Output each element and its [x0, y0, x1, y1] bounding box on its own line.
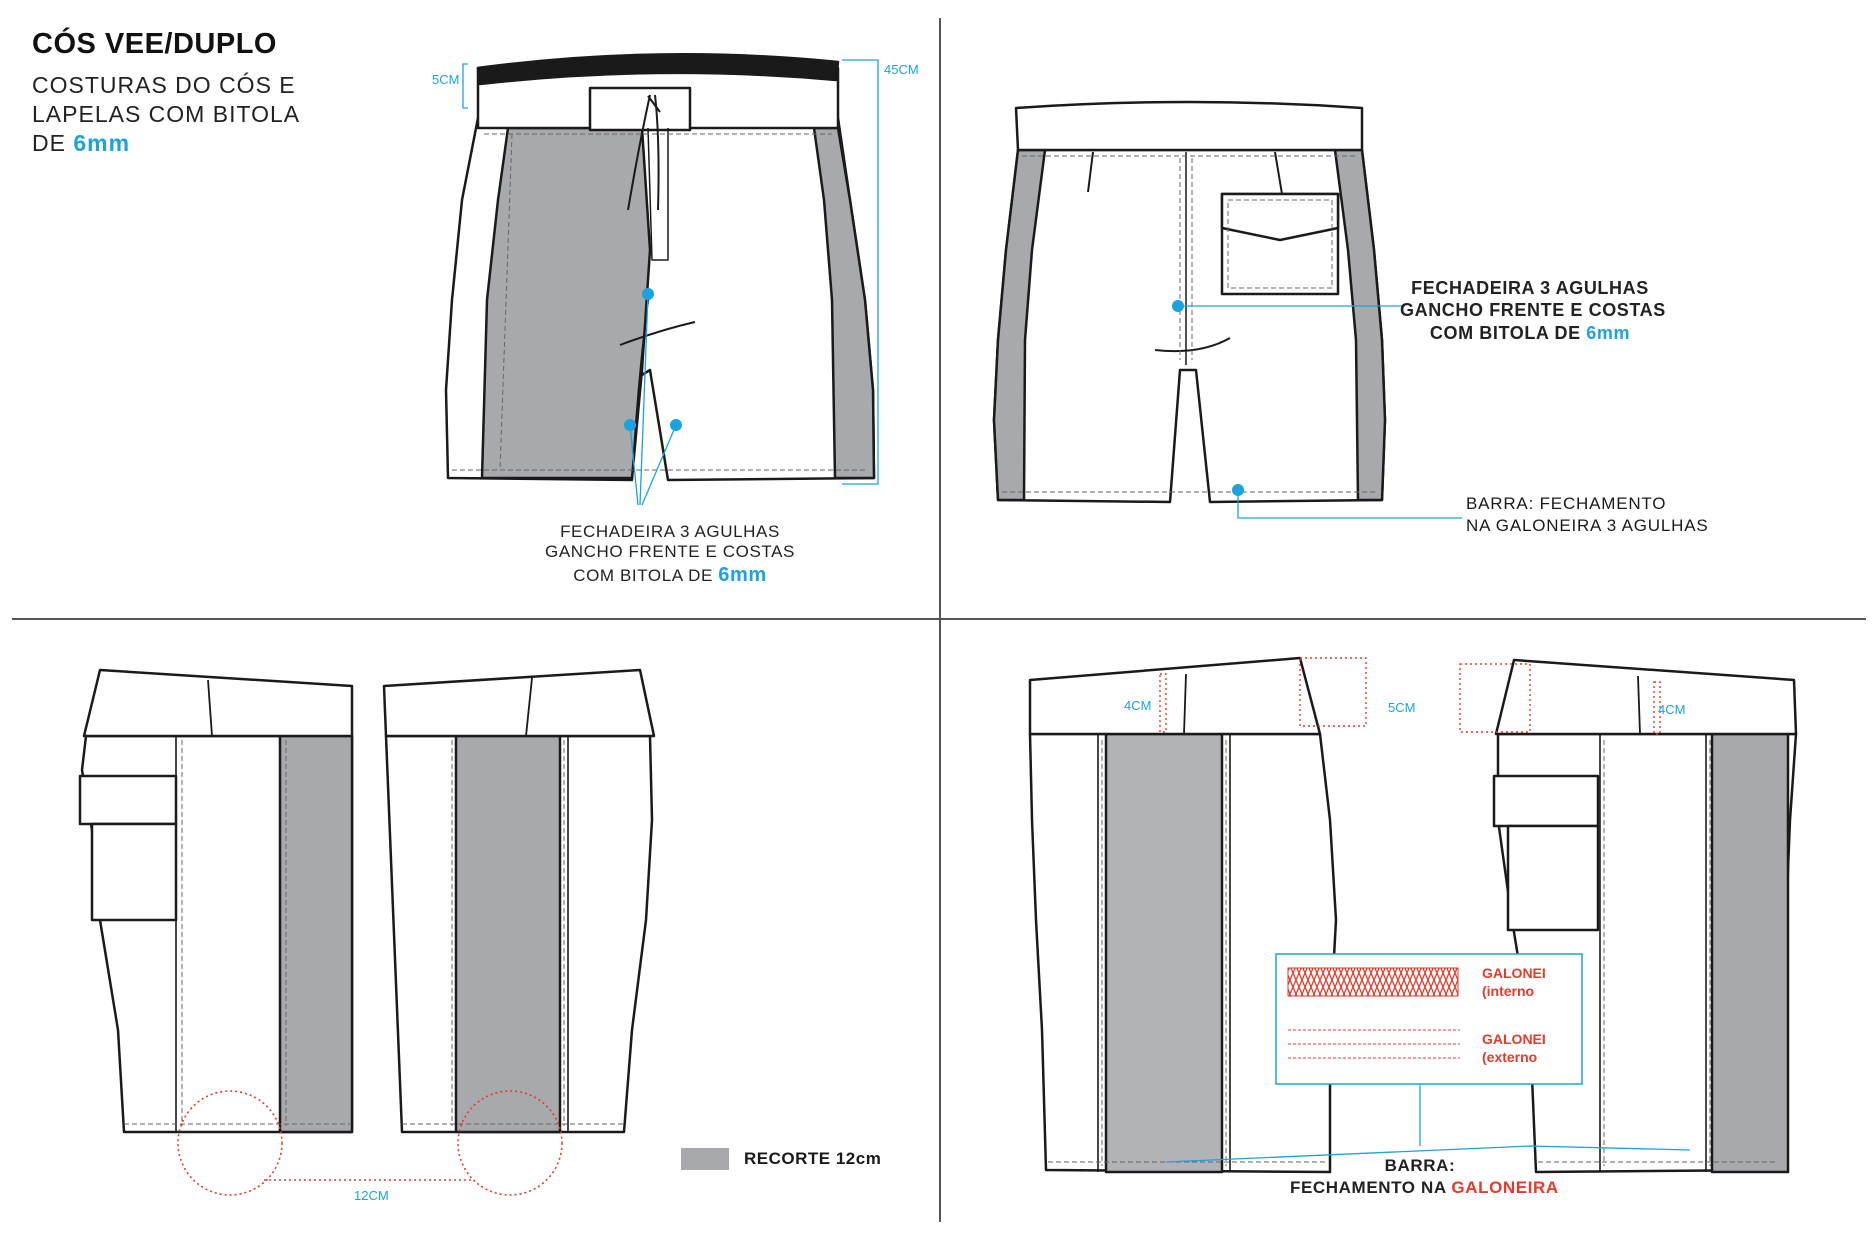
detail-right-panel: [1710, 732, 1790, 1174]
back-callout-dots: [1172, 300, 1244, 496]
galonei-external-label: GALONEI (externo: [1482, 1030, 1546, 1066]
galonei-external-line-1: GALONEI: [1482, 1031, 1546, 1047]
detail-hem-note-line-2: FECHAMENTO NA GALONEIRA: [1290, 1178, 1558, 1198]
drawstring-cord: [627, 94, 661, 211]
back-hem-note-line-2: NA GALONEIRA 3 AGULHAS: [1466, 516, 1709, 535]
back-pocket-flap: [1220, 192, 1340, 242]
back-pocket-slit: [1154, 337, 1231, 353]
front-note-line-1: FECHADEIRA 3 AGULHAS: [560, 522, 780, 541]
seam-gauge-value: 6mm: [73, 130, 131, 156]
front-note-line-2: GANCHO FRENTE E COSTAS: [545, 542, 795, 561]
detail-waist-mid-measure: 5CM: [1388, 700, 1416, 715]
side-right-waist-seam: [525, 677, 533, 737]
back-note-line-3: COM BITOLA DE 6mm: [1400, 323, 1660, 344]
seam-note-line-3: DE 6mm: [32, 130, 130, 157]
detail-right-waistband: [1494, 658, 1798, 736]
back-left-side-panel: [992, 148, 1047, 502]
back-note-prefix: COM BITOLA DE: [1429, 323, 1587, 343]
back-dart-right: [1274, 151, 1283, 195]
detail-right-pocket-flap: [1492, 774, 1600, 828]
detail-left-waistband: [1028, 656, 1322, 736]
back-callout-lines: [1178, 305, 1462, 519]
stitch-legend-box: [1275, 953, 1583, 1085]
galonei-internal-line-2: (interno: [1482, 983, 1535, 999]
back-waistband: [1014, 100, 1364, 152]
detail-right-waist-seam: [1637, 675, 1641, 735]
front-length-measure: 45CM: [884, 62, 919, 77]
front-waistband-measure: 5CM: [432, 72, 460, 87]
front-right-side-panel: [812, 126, 876, 480]
detail-hem-note-line-1: BARRA:: [1384, 1156, 1456, 1175]
front-fly-tab: [588, 86, 692, 132]
side-left-waistband: [82, 668, 354, 738]
back-right-side-panel: [1333, 148, 1387, 502]
back-note-line-2: GANCHO FRENTE E COSTAS: [1400, 300, 1666, 320]
side-view-right: [382, 668, 656, 1134]
back-view-shorts: [992, 100, 1387, 504]
galonei-internal-line-1: GALONEI: [1482, 965, 1546, 981]
back-note-line-1: FECHADEIRA 3 AGULHAS: [1411, 278, 1649, 298]
galonei-external-swatch: [1288, 1029, 1460, 1059]
detail-measure-boxes: [1159, 657, 1661, 735]
detail-left-waist-seam: [1183, 673, 1187, 735]
seam-note-prefix: DE: [32, 130, 74, 156]
front-view-shorts: [444, 53, 876, 482]
side-distance-measure: 12CM: [354, 1188, 389, 1203]
side-views-measure: [177, 1090, 563, 1196]
side-left-panel: [278, 734, 354, 1134]
seam-note-line-2: LAPELAS COM BITOLA: [32, 101, 301, 127]
galonei-internal-label: GALONEI (interno: [1482, 964, 1546, 1000]
detail-hem-highlight: GALONEIRA: [1451, 1178, 1559, 1197]
legend-swatch: [681, 1148, 729, 1170]
front-pocket-slit: [619, 321, 696, 346]
back-stitching: [1002, 155, 1378, 493]
seam-note-line-1: COSTURAS DO CÓS E: [32, 72, 296, 98]
front-note-line-3: COM BITOLA DE 6mm: [540, 564, 800, 587]
front-waist-lining: [476, 53, 840, 86]
side-views-stitching: [124, 740, 624, 1126]
front-measure-lines: [462, 59, 879, 506]
quadrant-dividers: [12, 18, 1866, 1222]
front-fly-line: [647, 127, 669, 261]
detail-waist-right-measure: 4CM: [1658, 702, 1686, 717]
side-right-waistband: [382, 668, 656, 738]
detail-stitching: [1048, 740, 1776, 1166]
galonei-external-line-2: (externo: [1482, 1049, 1538, 1065]
detail-waist-left-measure: 4CM: [1124, 698, 1152, 713]
detail-right-seam: [1599, 734, 1707, 1172]
front-note-prefix: COM BITOLA DE: [573, 566, 719, 585]
detail-left-seam: [1097, 734, 1231, 1172]
detail-view-right: [1492, 658, 1798, 1174]
detail-left-panel: [1104, 732, 1224, 1174]
back-gauge-value: 6mm: [1586, 323, 1631, 343]
galonei-internal-swatch: [1287, 967, 1459, 997]
side-left-waist-seam: [207, 679, 213, 737]
back-dart-left: [1087, 151, 1094, 193]
side-left-pocket: [90, 822, 178, 922]
back-hem-note-line-1: BARRA: FECHAMENTO: [1466, 494, 1667, 513]
side-right-panel: [454, 734, 562, 1134]
detail-right-pocket: [1506, 824, 1600, 932]
legend-label: RECORTE 12cm: [744, 1149, 882, 1168]
front-callout-dots: [624, 288, 682, 431]
detail-view-left: [1028, 656, 1338, 1174]
side-view-left: [78, 668, 354, 1134]
front-stitching: [452, 133, 868, 471]
detail-callout-lines: [1165, 1084, 1691, 1163]
detail-hem-prefix: FECHAMENTO NA: [1290, 1178, 1452, 1197]
front-gauge-value: 6mm: [718, 564, 767, 586]
page-title: CÓS VEE/DUPLO: [32, 28, 277, 60]
side-left-pocket-flap: [78, 774, 178, 826]
